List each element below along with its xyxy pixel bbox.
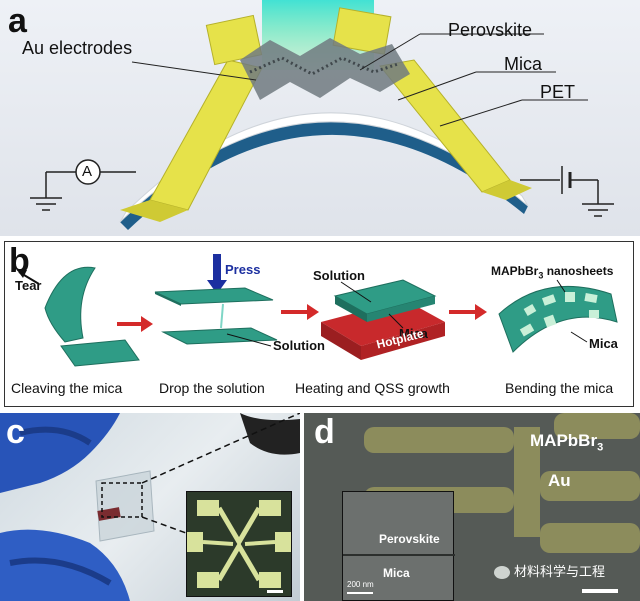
- nanosheets-sub: 3: [538, 270, 544, 281]
- ammeter-label: A: [82, 163, 93, 180]
- watermark-text: 材料科学与工程: [514, 565, 606, 580]
- label-perovskite-d: Perovskite: [379, 532, 440, 546]
- label-tear: Tear: [15, 278, 42, 293]
- label-perovskite-a: Perovskite: [448, 20, 533, 40]
- label-mica-bent: Mica: [589, 336, 618, 351]
- label-solution-top: Solution: [313, 268, 365, 283]
- hotplate: [321, 300, 445, 346]
- process-arrow-3: [449, 304, 487, 320]
- photo-hand-device: [0, 413, 300, 601]
- label-solution-drop: Solution: [273, 338, 325, 353]
- panel-letter-a: a: [8, 2, 27, 40]
- perovskite-nanosheets: [240, 38, 410, 100]
- inset-divider: [343, 554, 455, 556]
- label-mapbbr3: MAPbBr3: [530, 431, 603, 453]
- label-mica-a: Mica: [504, 54, 543, 74]
- inset-scale-label: 200 nm: [347, 580, 374, 589]
- mapbbr-sub: 3: [597, 441, 604, 454]
- flexible-device: [95, 470, 155, 542]
- caption-drop: Drop the solution: [159, 380, 265, 396]
- au-finger: [364, 427, 514, 453]
- label-nanosheets: MAPbBr3 nanosheets: [491, 264, 613, 280]
- caption-cleaving: Cleaving the mica: [11, 380, 123, 396]
- watermark: 材料科学与工程: [494, 561, 605, 580]
- bottom-mica-sheet: [161, 327, 278, 345]
- panel-a: a Au electrodes Perovskite Mica PET A: [0, 0, 640, 236]
- inset-scale-bar: [347, 592, 373, 594]
- panel-letter-b: b: [9, 242, 30, 280]
- panel-d: Perovskite Mica 200 nm d MAPbBr3 Au 材料科学…: [304, 413, 640, 601]
- label-pet: PET: [540, 82, 576, 102]
- mica-base-sheet: [60, 339, 140, 367]
- scale-bar: [582, 589, 618, 593]
- mapbbr-prefix: MAPbBr: [530, 431, 598, 450]
- press-arrow-shaft: [213, 254, 221, 280]
- label-mica-stack: Mica: [399, 326, 428, 341]
- caption-bending: Bending the mica: [505, 380, 614, 396]
- mica-peeling-sheet: [44, 266, 96, 343]
- label-au-d: Au: [548, 471, 571, 490]
- nanosheets-prefix: MAPbBr: [491, 264, 539, 278]
- panel-b: b Tear Press Solution Solution Mica Hotp…: [4, 241, 634, 407]
- label-au-electrodes: Au electrodes: [22, 38, 133, 58]
- mica-layer: [119, 112, 529, 223]
- panel-c: c: [0, 413, 300, 601]
- electrode-inset: [186, 491, 292, 597]
- device-schematic: [30, 0, 614, 230]
- wechat-icon: [494, 566, 510, 579]
- panel-letter-d: d: [314, 413, 335, 451]
- electrode-pattern: [187, 500, 291, 593]
- pet-layer: [120, 121, 528, 230]
- label-mica-d: Mica: [383, 566, 410, 580]
- cross-section-inset: Perovskite Mica 200 nm: [342, 491, 455, 601]
- panel-letter-c: c: [6, 413, 25, 451]
- process-schematic: [17, 254, 618, 367]
- label-press: Press: [225, 262, 261, 277]
- bent-mica: [498, 285, 618, 353]
- nanosheets-suffix: nanosheets: [543, 264, 614, 278]
- process-arrow-1: [117, 316, 153, 332]
- caption-heating: Heating and QSS growth: [295, 380, 450, 396]
- process-arrow-2: [281, 304, 319, 320]
